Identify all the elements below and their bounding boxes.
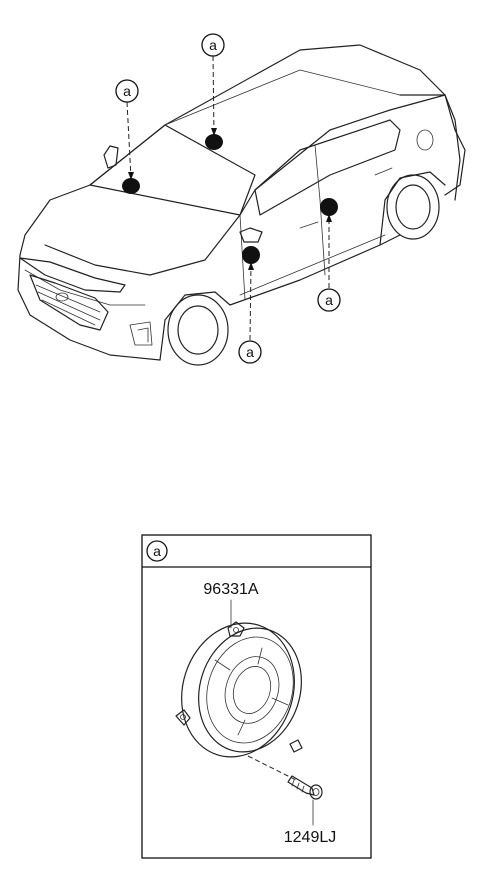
callout-letter: a — [209, 37, 217, 53]
detail-box-header-circle — [146, 540, 168, 562]
callout-a-front-door: a — [238, 340, 262, 364]
speaker-mark-front-left — [122, 178, 140, 194]
detail-box: a 96331A 1249LJ — [141, 534, 372, 859]
callout-leader-lines — [126, 55, 332, 341]
callout-a-rear: a — [201, 33, 225, 57]
screw-illustration — [287, 775, 323, 800]
speaker-location-marks — [122, 134, 338, 264]
speaker-part-number: 96331A — [203, 581, 258, 598]
speaker-illustration — [175, 621, 303, 758]
callout-letter: a — [246, 344, 254, 360]
callout-letter: a — [325, 292, 333, 308]
detail-box-header-letter: a — [153, 543, 161, 559]
speaker-mark-rear-right — [205, 134, 223, 150]
callout-a-front-left: a — [115, 79, 139, 103]
speaker-mark-rear-door — [320, 198, 338, 216]
car-illustration — [17, 44, 466, 366]
screw-part-number: 1249LJ — [284, 829, 337, 846]
callout-letter: a — [123, 83, 131, 99]
speaker-mark-front-door — [242, 246, 260, 264]
callout-a-rear-door: a — [317, 288, 341, 312]
